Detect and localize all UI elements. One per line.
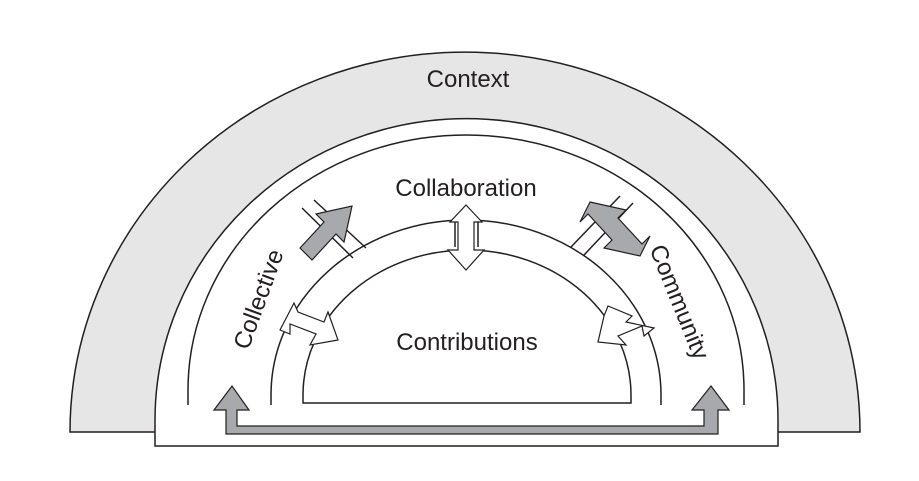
white-arrow-right bbox=[597, 305, 656, 346]
label-contributions: Contributions bbox=[396, 329, 537, 356]
gray-arrow-top-left bbox=[299, 205, 353, 261]
label-context: Context bbox=[427, 66, 510, 93]
white-arrow-left bbox=[279, 301, 339, 346]
gray-arrow-bottom-loop bbox=[212, 384, 731, 435]
white-arrow-center-vertical bbox=[446, 204, 486, 271]
gray-arrow-top-right bbox=[579, 201, 651, 257]
middle-band-outline bbox=[187, 134, 745, 405]
label-collaboration: Collaboration bbox=[395, 175, 536, 202]
